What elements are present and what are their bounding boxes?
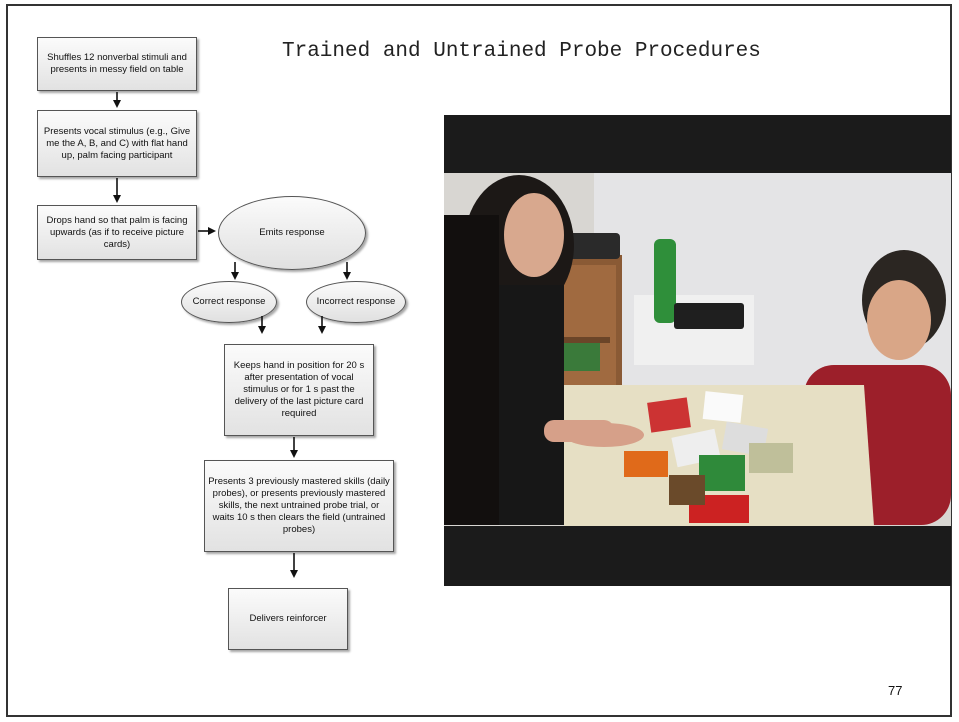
page-number: 77 bbox=[888, 683, 903, 698]
session-photo bbox=[444, 115, 951, 586]
correct-response-oval: Correct response bbox=[181, 281, 277, 323]
step-shuffle-box: Shuffles 12 nonverbal stimuli and presen… bbox=[37, 37, 197, 91]
step-deliver-reinforcer-box: Delivers reinforcer bbox=[228, 588, 348, 650]
emits-response-oval: Emits response bbox=[218, 196, 366, 270]
step-vocal-stimulus-box: Presents vocal stimulus (e.g., Give me t… bbox=[37, 110, 197, 177]
incorrect-response-oval: Incorrect response bbox=[306, 281, 406, 323]
step-drop-hand-box: Drops hand so that palm is facing upward… bbox=[37, 205, 197, 260]
step-present-skills-box: Presents 3 previously mastered skills (d… bbox=[204, 460, 394, 552]
step-keep-hand-box: Keeps hand in position for 20 s after pr… bbox=[224, 344, 374, 436]
slide-title: Trained and Untrained Probe Procedures bbox=[282, 40, 761, 63]
